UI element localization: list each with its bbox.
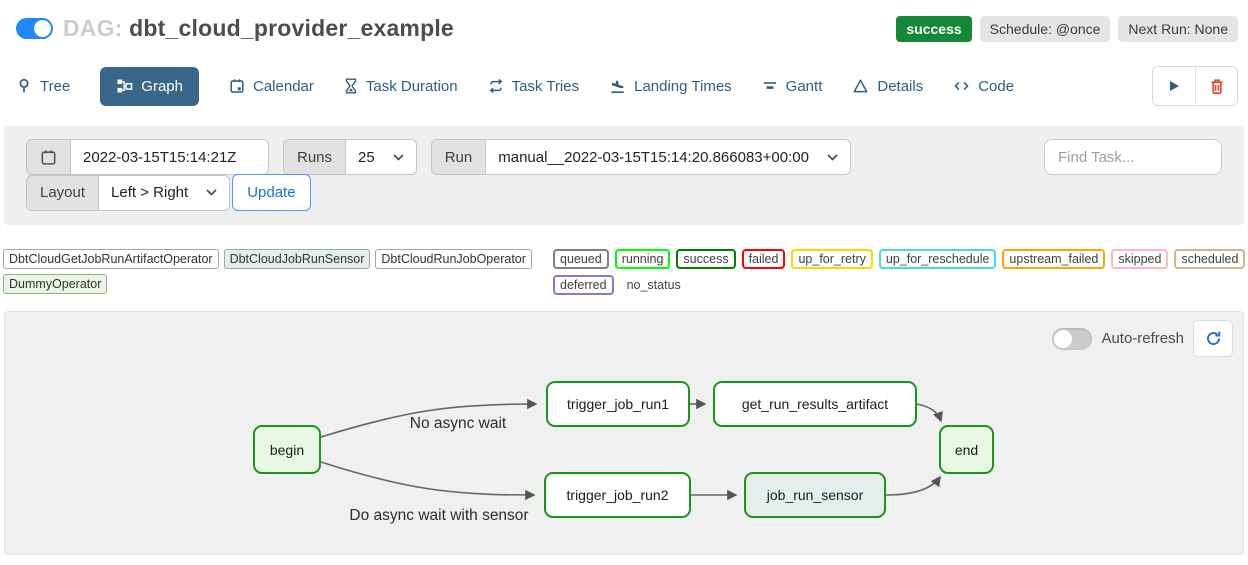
plane-landing-icon <box>609 78 626 94</box>
toggle-knob <box>1054 329 1073 348</box>
run-label: Run <box>430 139 487 175</box>
dag-edges-canvas <box>320 398 943 501</box>
dag-edge-job_run_sensor-to-end <box>885 475 941 496</box>
tab-label: Tree <box>40 77 71 95</box>
calendar-icon <box>229 78 245 94</box>
dag-edge-begin-to-trigger_job_run2 <box>320 461 536 501</box>
state-legend-badge-upstream_failed[interactable]: upstream_failed <box>1002 249 1106 269</box>
dag-edge-get_run_results_artifact-to-end <box>916 403 943 423</box>
state-legend-badge-up_for_reschedule[interactable]: up_for_reschedule <box>878 249 997 269</box>
delete-dag-button[interactable] <box>1195 67 1237 105</box>
edge-label: No async wait <box>409 415 507 432</box>
trash-icon <box>1211 78 1222 94</box>
tab-task-duration[interactable]: Task Duration <box>344 78 458 95</box>
run-group: Run manual__2022-03-15T15:14:20.866083+0… <box>430 139 851 175</box>
page-title: DAG: dbt_cloud_provider_example <box>63 15 454 42</box>
dag-status-badge: success <box>896 15 972 42</box>
tab-tree[interactable]: Tree <box>16 78 70 95</box>
play-icon <box>1170 81 1179 91</box>
refresh-button[interactable] <box>1193 320 1233 357</box>
filter-bar: Runs 25 Run manual__2022-03-15T15:14:20.… <box>4 126 1244 225</box>
tab-label: Details <box>877 77 924 95</box>
runs-label: Runs <box>283 139 347 175</box>
auto-refresh-label: Auto-refresh <box>1101 330 1184 347</box>
tab-label: Task Tries <box>511 77 580 95</box>
tab-label: Graph <box>141 77 183 95</box>
tree-icon <box>16 78 32 94</box>
calendar-addon[interactable] <box>26 139 71 175</box>
state-legend-badge-deferred[interactable]: deferred <box>553 275 614 295</box>
details-icon <box>852 78 869 94</box>
next-run-badge: Next Run: None <box>1118 15 1238 42</box>
toggle-knob <box>34 20 51 37</box>
layout-group: Layout Left > Right <box>26 174 231 211</box>
chevron-down-icon <box>393 153 404 161</box>
refresh-icon <box>1206 331 1220 345</box>
tab-details[interactable]: Details <box>852 78 923 95</box>
dag-edge-begin-to-trigger_job_run1 <box>320 398 538 438</box>
tab-calendar[interactable]: Calendar <box>229 78 314 95</box>
code-icon <box>953 78 970 94</box>
update-button[interactable]: Update <box>232 174 311 211</box>
edge-label: Do async wait with sensor <box>349 507 529 524</box>
run-value: manual__2022-03-15T15:14:20.866083+00:00 <box>498 148 809 166</box>
chevron-down-icon <box>827 153 838 161</box>
tab-label: Landing Times <box>634 77 732 95</box>
state-legend-badge-failed[interactable]: failed <box>741 249 786 269</box>
num-runs-select[interactable]: 25 <box>346 139 417 175</box>
operator-legend-badge: DbtCloudGetJobRunArtifactOperator <box>3 249 219 269</box>
schedule-badge[interactable]: Schedule: @once <box>979 15 1111 42</box>
calendar-icon <box>41 149 56 165</box>
state-legend-badge-queued[interactable]: queued <box>553 249 609 269</box>
graph-panel: Auto-refresh begin trigger_job_run1 get_ru… <box>4 311 1244 555</box>
state-legend-badge-no_status[interactable]: no_status <box>626 278 681 292</box>
dag-title: dbt_cloud_provider_example <box>129 15 454 41</box>
state-legend-badge-running[interactable]: running <box>614 249 671 269</box>
trigger-dag-button[interactable] <box>1153 67 1195 105</box>
repeat-icon <box>488 78 504 94</box>
task-node-begin[interactable]: begin <box>253 425 321 474</box>
layout-value: Left > Right <box>111 184 189 201</box>
state-legend-badge-skipped[interactable]: skipped <box>1111 249 1169 269</box>
task-node-trigger_job_run1[interactable]: trigger_job_run1 <box>546 381 690 427</box>
operator-legend-badge: DummyOperator <box>3 274 108 294</box>
num-runs-group: Runs 25 <box>283 139 417 175</box>
tab-gantt[interactable]: Gantt <box>762 77 823 95</box>
state-legend-badge-success[interactable]: success <box>676 249 736 269</box>
task-node-job_run_sensor[interactable]: job_run_sensor <box>744 472 886 518</box>
tab-label: Task Duration <box>365 77 458 95</box>
graph-icon <box>116 78 133 94</box>
tab-label: Calendar <box>253 77 314 95</box>
hourglass-icon <box>344 78 358 94</box>
state-legend-badge-up_for_retry[interactable]: up_for_retry <box>791 249 873 269</box>
dag-header: DAG: dbt_cloud_provider_example success … <box>0 0 1248 42</box>
layout-select[interactable]: Left > Right <box>99 174 231 211</box>
layout-label: Layout <box>26 174 100 211</box>
base-date-group <box>26 139 269 175</box>
state-legend-badge-scheduled[interactable]: scheduled <box>1174 249 1246 269</box>
tab-graph[interactable]: Graph <box>100 66 199 106</box>
base-date-input[interactable] <box>71 139 269 175</box>
tab-landing-times[interactable]: Landing Times <box>609 78 732 95</box>
dag-pause-toggle[interactable] <box>16 18 53 39</box>
run-select[interactable]: manual__2022-03-15T15:14:20.866083+00:00 <box>486 139 851 175</box>
task-node-get_run_results_artifact[interactable]: get_run_results_artifact <box>713 381 917 427</box>
view-tabs-row: Tree Graph Calendar Task Duration Task Tries… <box>0 66 1248 106</box>
find-task-input[interactable] <box>1044 139 1222 175</box>
chevron-down-icon <box>206 189 217 196</box>
dag-label-prefix: DAG: <box>63 15 123 41</box>
auto-refresh-toggle[interactable] <box>1052 327 1093 350</box>
task-node-end[interactable]: end <box>939 425 994 474</box>
num-runs-value: 25 <box>358 148 375 166</box>
tab-code[interactable]: Code <box>953 78 1014 95</box>
tab-label: Gantt <box>785 77 823 95</box>
task-node-trigger_job_run2[interactable]: trigger_job_run2 <box>544 472 691 518</box>
operator-legend-badge: DbtCloudJobRunSensor <box>223 249 371 269</box>
tab-label: Code <box>978 77 1015 95</box>
operator-legend-badge: DbtCloudRunJobOperator <box>375 249 532 269</box>
gantt-icon <box>762 78 778 94</box>
tab-task-tries[interactable]: Task Tries <box>488 77 580 95</box>
dag-actions-group <box>1152 66 1238 106</box>
